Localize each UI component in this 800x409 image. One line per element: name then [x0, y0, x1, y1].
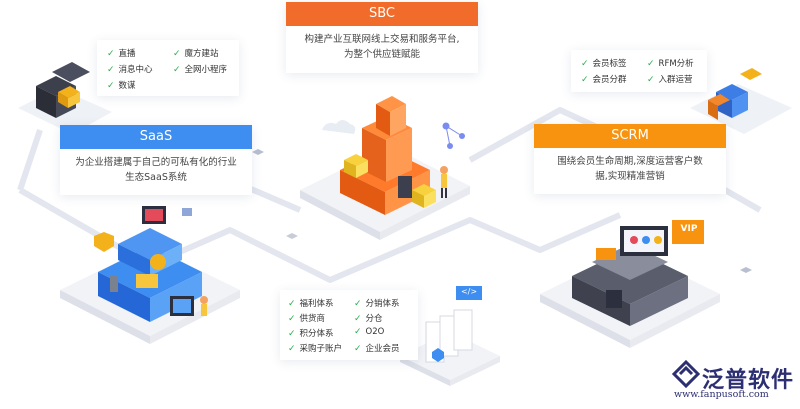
scrm-description: 围绕会员生命周期,深度运营客户数 据,实现精准营销	[534, 148, 726, 190]
check-icon: ✓	[107, 81, 115, 91]
check-icon: ✓	[288, 344, 296, 354]
check-icon: ✓	[354, 344, 362, 354]
saas-desc-line-1: 为企业搭建属于自己的可私有化的行业	[75, 157, 237, 168]
check-icon: ✓	[288, 329, 296, 339]
top-right-block-cluster	[690, 68, 792, 134]
saas-platform	[60, 206, 240, 344]
saas-description: 为企业搭建属于自己的可私有化的行业 生态SaaS系统	[60, 149, 252, 191]
scrm-card: SCRM 围绕会员生命周期,深度运营客户数 据,实现精准营销	[534, 124, 726, 194]
sbc-title: SBC	[286, 2, 478, 26]
check-icon: ✓	[354, 299, 362, 309]
check-icon: ✓	[288, 314, 296, 324]
brand-name: 泛普软件	[702, 368, 795, 393]
feature-item: ✓会员分群	[581, 75, 627, 85]
sbc-desc-line-1: 构建产业互联网线上交易和服务平台,	[304, 34, 460, 45]
check-icon: ✓	[354, 314, 362, 324]
check-icon: ✓	[581, 75, 589, 85]
sbc-description: 构建产业互联网线上交易和服务平台, 为整个供应链赋能	[286, 26, 478, 68]
features-bottom: ✓福利体系 ✓分销体系 ✓供货商 ✓分仓 ✓积分体系 ✓O2O ✓采购子账户 ✓…	[280, 290, 418, 360]
check-icon: ✓	[647, 59, 655, 69]
features-top-left: ✓直播 ✓魔方建站 ✓消息中心 ✓全网小程序 ✓数谋	[97, 40, 239, 96]
feature-item: ✓采购子账户	[288, 344, 343, 354]
check-icon: ✓	[107, 65, 115, 75]
feature-item: ✓积分体系	[288, 329, 334, 339]
brand-url: www.fanpusoft.com	[674, 389, 769, 400]
check-icon: ✓	[173, 49, 181, 59]
check-icon: ✓	[581, 59, 589, 69]
feature-item: ✓数谋	[107, 81, 136, 91]
scrm-desc-line-1: 围绕会员生命周期,深度运营客户数	[557, 156, 703, 167]
feature-item: ✓入群运营	[647, 75, 693, 85]
saas-card: SaaS 为企业搭建属于自己的可私有化的行业 生态SaaS系统	[60, 125, 252, 195]
feature-item: ✓全网小程序	[173, 65, 228, 75]
feature-item: ✓魔方建站	[173, 49, 219, 59]
top-left-cube-cluster	[18, 62, 112, 134]
feature-item: ✓福利体系	[288, 299, 334, 309]
saas-desc-line-2: 生态SaaS系统	[125, 172, 187, 183]
feature-item: ✓会员标签	[581, 59, 627, 69]
scrm-desc-line-2: 据,实现精准营销	[595, 171, 665, 182]
feature-item: ✓消息中心	[107, 65, 153, 75]
feature-item: ✓分销体系	[354, 299, 400, 309]
features-top-right: ✓会员标签 ✓RFM分析 ✓会员分群 ✓入群运营	[571, 50, 707, 92]
scrm-title: SCRM	[534, 124, 726, 148]
feature-item: ✓RFM分析	[647, 59, 694, 69]
feature-item: ✓企业会员	[354, 344, 400, 354]
brand-logo: 泛普软件 www.fanpusoft.com	[672, 360, 794, 404]
bottom-documents-platform	[400, 286, 500, 386]
sbc-desc-line-2: 为整个供应链赋能	[343, 49, 420, 60]
feature-item: ✓分仓	[354, 314, 383, 324]
code-badge: </>	[460, 287, 478, 296]
scrm-platform	[540, 220, 720, 348]
logo-mark-icon	[672, 360, 700, 388]
check-icon: ✓	[107, 49, 115, 59]
check-icon: ✓	[173, 65, 181, 75]
sbc-card: SBC 构建产业互联网线上交易和服务平台, 为整个供应链赋能	[286, 2, 478, 73]
feature-item: ✓供货商	[288, 314, 326, 324]
feature-item: ✓直播	[107, 49, 136, 59]
saas-title: SaaS	[60, 125, 252, 149]
vip-badge: VIP	[680, 224, 698, 234]
feature-item: ✓O2O	[354, 327, 385, 337]
check-icon: ✓	[354, 327, 362, 337]
check-icon: ✓	[288, 299, 296, 309]
check-icon: ✓	[647, 75, 655, 85]
sbc-platform	[300, 96, 470, 240]
